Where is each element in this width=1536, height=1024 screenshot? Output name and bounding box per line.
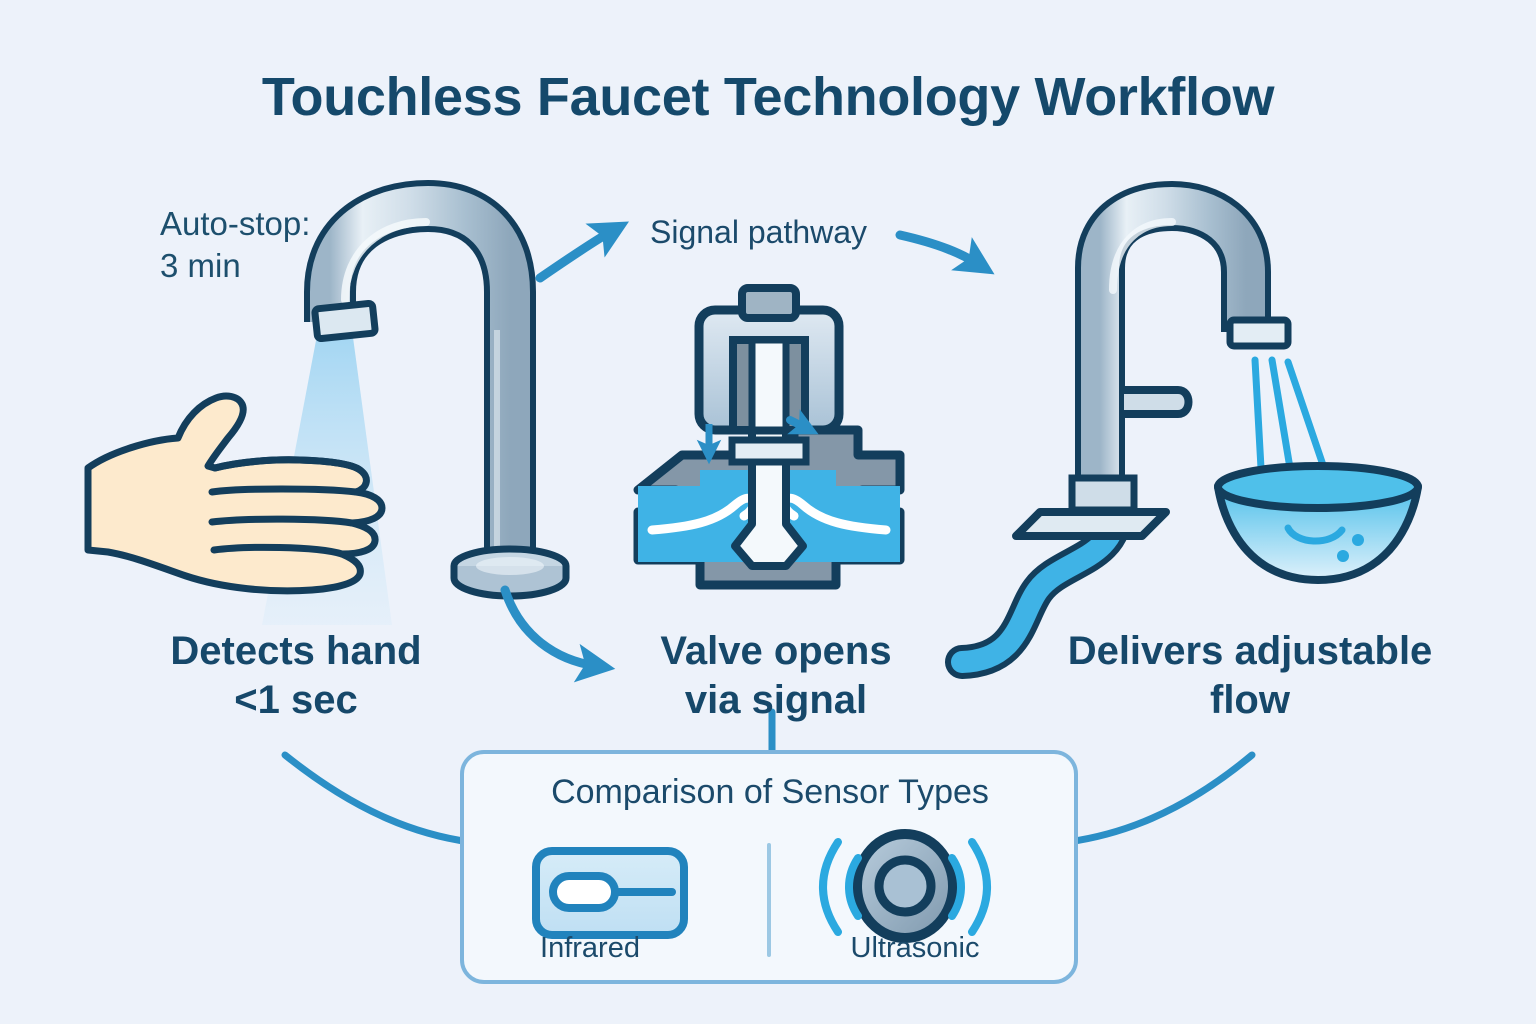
step-label-detect: Detects hand <1 sec xyxy=(96,627,496,725)
step-2-illustration xyxy=(633,284,905,590)
step1-line-2: <1 sec xyxy=(234,677,358,722)
page-title: Touchless Faucet Technology Workflow xyxy=(261,67,1275,127)
faucet-base-plate xyxy=(1012,508,1170,540)
step3-line-1: Delivers adjustable xyxy=(1067,629,1433,673)
sensor-label-infrared: Infrared xyxy=(540,932,640,964)
solenoid-terminal-icon xyxy=(738,284,800,322)
arrow-step1-to-signal xyxy=(535,221,629,283)
panel-connectors xyxy=(281,708,1256,846)
faucet-handle-icon xyxy=(1124,386,1193,418)
step-3-illustration xyxy=(945,181,1422,679)
connector-right xyxy=(1064,751,1256,846)
infrared-sensor-icon[interactable] xyxy=(532,847,688,939)
signal-pathway-label: Signal pathway xyxy=(650,214,868,250)
step2-line-1: Valve opens xyxy=(660,629,892,673)
hand-icon xyxy=(84,392,386,595)
water-stream-icon xyxy=(1251,356,1328,472)
auto-stop-line-2: 3 min xyxy=(160,246,241,284)
flow-arrows xyxy=(500,221,995,683)
arrow-step1-to-step2 xyxy=(500,585,616,683)
step-label-valve: Valve opens via signal xyxy=(606,627,946,725)
valve-signal-arrow-icon xyxy=(786,409,819,435)
connector-left xyxy=(281,751,474,846)
comparison-panel-title: Comparison of Sensor Types xyxy=(551,773,989,811)
bowl-icon xyxy=(1214,462,1422,584)
arrow-signal-to-step3 xyxy=(895,230,995,275)
step-label-deliver: Delivers adjustable flow xyxy=(1000,627,1500,725)
faucet-sensor-icon xyxy=(304,180,570,600)
faucet-delivery-icon xyxy=(1012,181,1292,540)
auto-stop-annotation: Auto-stop: 3 min xyxy=(160,203,420,286)
auto-stop-line-1: Auto-stop: xyxy=(160,205,311,242)
step1-line-1: Detects hand xyxy=(170,629,422,673)
supply-pipe-water xyxy=(951,499,1127,673)
step3-line-2: flow xyxy=(1210,677,1290,722)
sensor-label-ultrasonic: Ultrasonic xyxy=(850,932,980,964)
ultrasonic-sensor-icon[interactable] xyxy=(819,829,991,943)
step2-line-2: via signal xyxy=(684,677,868,722)
comparison-panel[interactable] xyxy=(460,750,1078,984)
step-1-illustration xyxy=(84,180,570,625)
